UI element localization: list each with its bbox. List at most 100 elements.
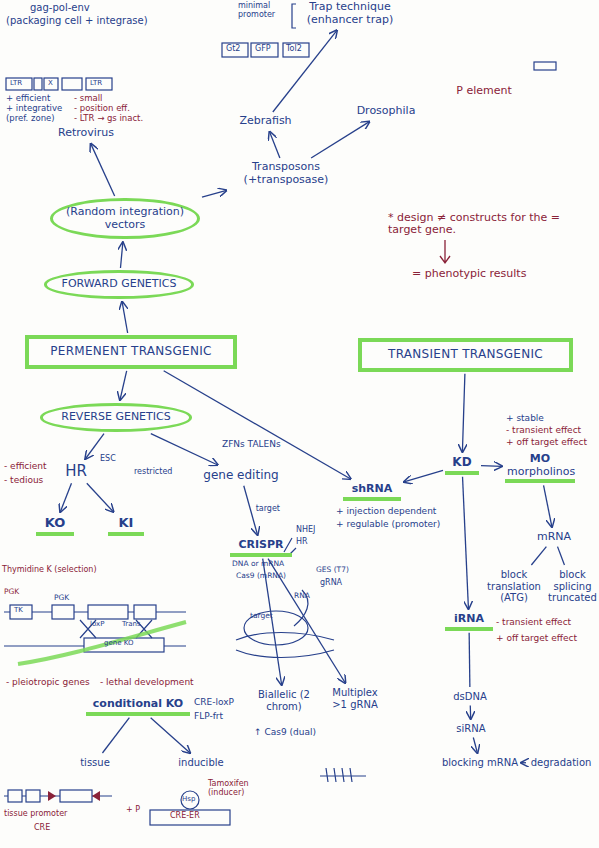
concept-node: MOmorpholinos — [505, 452, 575, 483]
note-text: CRE-loxP — [194, 698, 234, 708]
note-text: restricted — [134, 468, 172, 477]
note-text: gag-pol-env — [30, 2, 90, 13]
note-text: PGK — [4, 588, 19, 596]
concept-node: conditional KO — [86, 697, 190, 716]
node-label: FORWARD GENETICS — [53, 278, 185, 291]
construct-box — [8, 790, 22, 802]
concept-node: block translation (ATG) — [482, 568, 546, 605]
node-label: siRNA — [449, 723, 493, 735]
concept-node: degradation — [524, 756, 598, 770]
construct-box — [62, 78, 82, 90]
concept-oval: FORWARD GENETICS — [44, 270, 194, 299]
note-text: - lethal development — [100, 678, 194, 688]
node-label: KD — [447, 456, 477, 470]
node-label: Trap technique (enhancer trap) — [302, 1, 398, 26]
node-label: gene editing — [198, 469, 284, 483]
note-text: + regulable (promoter) — [336, 520, 440, 530]
note-text: + efficient — [6, 94, 50, 103]
note-text: (packaging cell + integrase) — [6, 15, 148, 26]
node-label: MO — [507, 453, 573, 466]
concept-node: CRISPR — [230, 538, 292, 557]
connector-arrow — [102, 718, 129, 753]
note-text: Cas9 (mRNA) — [236, 572, 286, 580]
node-label: Zebrafish — [230, 115, 301, 128]
note-text: - transient effect — [506, 426, 581, 436]
note-text: X — [48, 80, 53, 88]
loxp-marks — [48, 791, 100, 801]
note-text: CRE-ER — [170, 812, 200, 821]
connector-arrow — [151, 718, 190, 753]
node-label: Drosophila — [347, 105, 425, 118]
note-text: - pleiotropic genes — [6, 678, 90, 688]
node-label: Retrovirus — [47, 127, 125, 140]
note-text: * design ≠ constructs for the = target g… — [388, 212, 570, 236]
note-text: GFP — [255, 45, 271, 54]
construct-box — [60, 790, 92, 802]
connector-arrow — [481, 465, 502, 467]
step-box: Trap technique (enhancer trap) — [300, 0, 400, 27]
note-text: Tamoxifen (inducer) — [208, 780, 266, 798]
note-text: LTR — [10, 80, 22, 88]
connector-arrow — [558, 547, 565, 565]
note-text: + integrative — [6, 104, 62, 113]
node-label: KO — [38, 516, 72, 531]
node-label: tissue — [72, 757, 118, 769]
loxp-triangle — [48, 791, 56, 801]
concept-node: Multiplex >1 gRNA — [322, 686, 388, 711]
note-text: - LTR → gs inact. — [74, 114, 143, 123]
highlight-stroke — [18, 622, 186, 664]
note-text: + off target effect — [496, 634, 577, 644]
connector-arrow — [311, 122, 369, 158]
note-text: - small — [74, 94, 102, 103]
node-label: (Random integration) vectors — [59, 206, 191, 231]
construct-box — [26, 790, 40, 802]
construct-box — [6, 78, 32, 90]
concept-oval: (Random integration) vectors — [50, 198, 200, 239]
concept-node: mRNA — [528, 530, 580, 545]
note-text: Thymidine K (selection) — [2, 566, 97, 575]
note-text: RNA — [294, 592, 310, 600]
sketch-group — [4, 4, 556, 825]
note-text: tissue promoter — [4, 810, 67, 819]
bracket — [292, 4, 296, 28]
note-text: - efficient — [4, 462, 47, 472]
category-box: TRANSIENT TRANSGENIC — [358, 338, 573, 372]
note-text: + stable — [506, 414, 544, 424]
node-label: block translation (ATG) — [484, 569, 544, 604]
concept-node: block splicing truncated — [546, 568, 599, 605]
connector-arrow — [463, 477, 469, 609]
construct-box — [44, 78, 58, 90]
note-text: ZFNs TALENs — [222, 440, 281, 450]
connector-arrow — [120, 242, 122, 268]
node-label: P element — [450, 85, 518, 98]
node-label: inducible — [170, 757, 232, 769]
concept-node: blocking mRNA — [436, 756, 524, 770]
edge-label: target — [256, 504, 280, 513]
note-text: target — [250, 612, 273, 620]
category-box: PERMENENT TRANSGENIC — [25, 335, 237, 369]
connector-arrow — [202, 190, 226, 197]
vector-text: Retrovirus — [45, 126, 127, 141]
element-symbol — [534, 62, 556, 70]
note-text: minimal promoter — [238, 2, 286, 20]
concept-node: inducible — [168, 756, 234, 770]
organism-text: Drosophila — [345, 104, 427, 119]
note-text: = phenotypic results — [412, 268, 526, 280]
note-text: + P — [126, 806, 140, 815]
node-label: blocking mRNA — [438, 757, 522, 769]
note-text: CRE — [34, 824, 50, 833]
concept-node: HR — [58, 462, 94, 481]
note-text: Gt2 — [226, 45, 240, 54]
connector-arrow — [91, 144, 115, 196]
note-text: ESC — [100, 455, 116, 464]
construct-box — [10, 605, 32, 619]
construct-box — [251, 43, 278, 57]
node-label: REVERSE GENETICS — [49, 411, 183, 424]
concept-node: dsDNA — [445, 690, 495, 704]
construct-box — [52, 605, 74, 619]
construct-box — [88, 605, 128, 619]
node-label: CRISPR — [232, 539, 290, 552]
note-text: NHEJ — [296, 526, 315, 535]
note-text: FLP-frt — [194, 712, 223, 722]
